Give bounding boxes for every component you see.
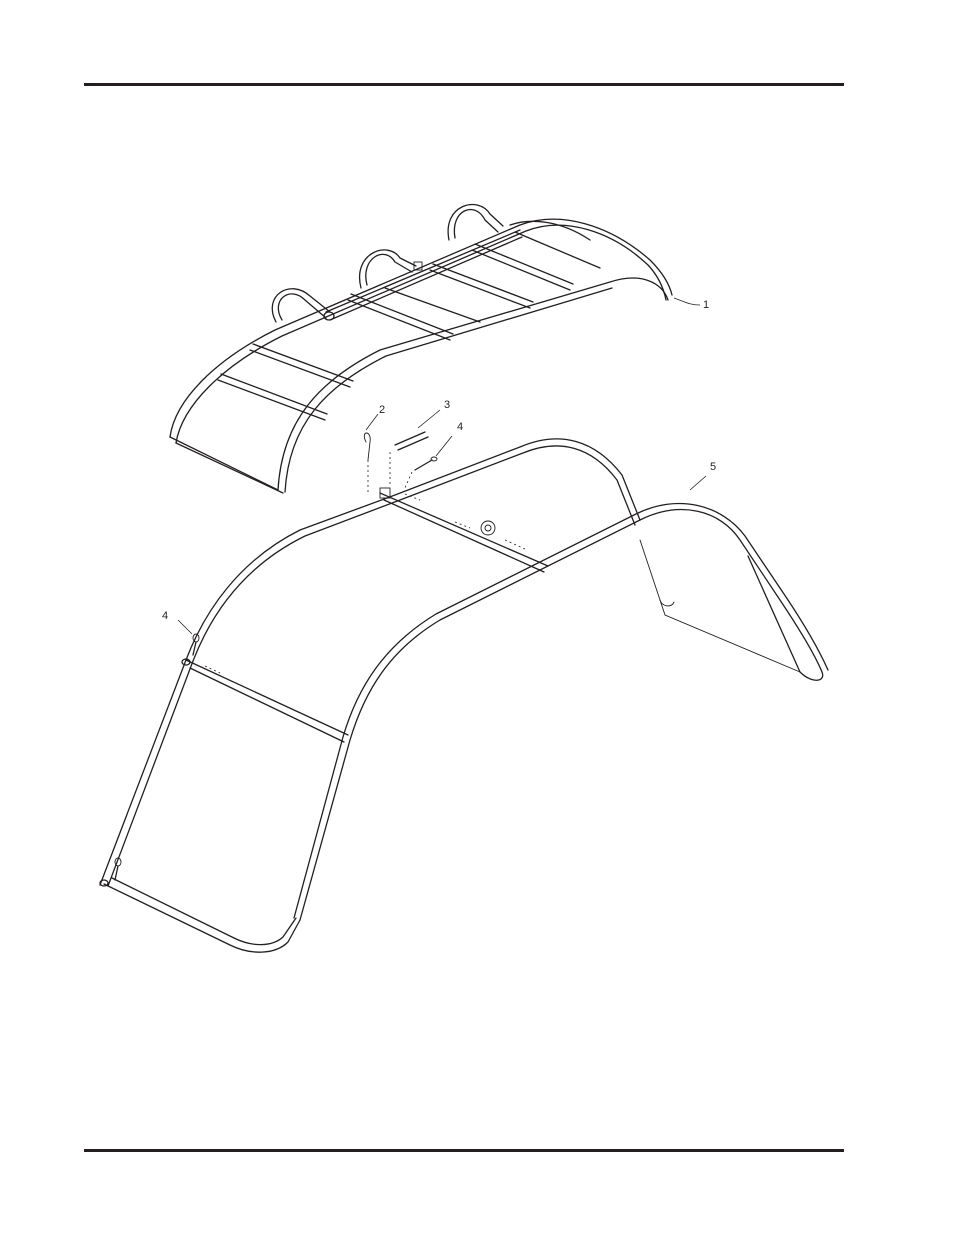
callout-4-left: 4 bbox=[162, 610, 168, 622]
callout-3: 3 bbox=[444, 399, 450, 411]
part-1-rack-frame bbox=[170, 205, 672, 493]
part-5-frame bbox=[100, 439, 828, 952]
callout-5: 5 bbox=[710, 461, 716, 473]
callout-4-upper: 4 bbox=[457, 421, 463, 433]
callout-1: 1 bbox=[703, 299, 709, 311]
leader-lines bbox=[178, 298, 706, 634]
hardware-parts bbox=[115, 432, 437, 880]
callout-2: 2 bbox=[379, 404, 385, 416]
